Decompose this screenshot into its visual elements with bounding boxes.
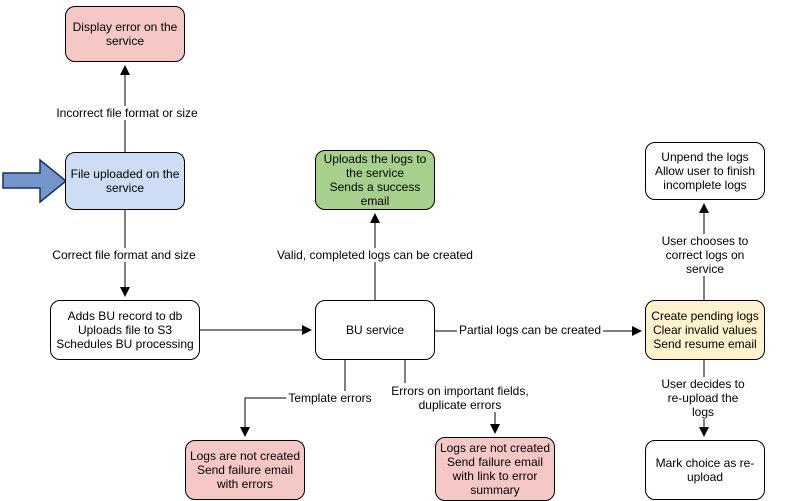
node-unpend-logs: Unpend the logs Allow user to finish inc… [645,142,765,200]
node-logs-not-created-summary-label: Logs are not created Send failure email … [439,441,551,497]
node-display-error-label: Display error on the service [72,20,178,48]
edge-label-partial-logs: Partial logs can be created [456,323,604,337]
edge-label-important-errors: Errors on important fields, duplicate er… [389,384,531,412]
node-unpend-logs-label: Unpend the logs Allow user to finish inc… [654,150,756,192]
node-uploads-logs-label: Uploads the logs to the service Sends a … [323,152,427,208]
node-uploads-logs: Uploads the logs to the service Sends a … [315,150,435,210]
node-file-uploaded: File uploaded on the service [65,152,185,210]
node-adds-bu-record-label: Adds BU record to db Uploads file to S3 … [56,309,194,351]
node-mark-reupload-label: Mark choice as re- upload [655,456,755,484]
node-file-uploaded-label: File uploaded on the service [70,167,180,195]
edge-label-template-errors: Template errors [286,391,374,405]
node-logs-not-created-errors-label: Logs are not created Send failure email … [189,449,301,491]
node-logs-not-created-errors: Logs are not created Send failure email … [185,440,305,500]
node-create-pending-logs-label: Create pending logs Clear invalid values… [651,309,759,351]
node-mark-reupload: Mark choice as re- upload [645,440,765,500]
node-display-error: Display error on the service [65,6,185,62]
edge-label-valid-logs: Valid, completed logs can be created [275,248,475,262]
node-bu-service: BU service [315,300,435,360]
edge-label-user-corrects: User chooses to correct logs on service [657,234,753,276]
node-bu-service-label: BU service [345,323,404,337]
node-create-pending-logs: Create pending logs Clear invalid values… [645,300,765,360]
edge-label-user-reuploads: User decides to re-upload the logs [654,377,752,419]
node-logs-not-created-summary: Logs are not created Send failure email … [435,437,555,501]
edge-label-incorrect-format: Incorrect file format or size [54,106,200,120]
edge-label-correct-format: Correct file format and size [50,248,198,262]
node-adds-bu-record: Adds BU record to db Uploads file to S3 … [50,300,200,360]
